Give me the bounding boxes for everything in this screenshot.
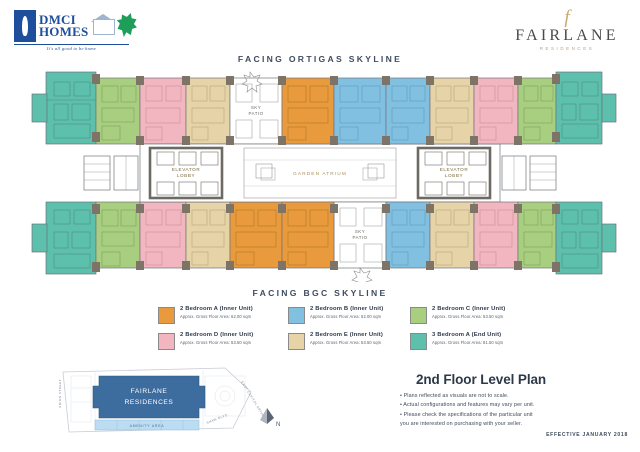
plan-note-4: you are interested on purchasing with yo… <box>400 420 523 427</box>
legend-area-2br-a: Approx. Gross Floor Area: 62.00 sqm <box>180 314 252 320</box>
site-amenity-label: AMENITY AREA <box>130 424 165 428</box>
legend-title-2br-d: 2 Bedroom D (Inner Unit) <box>180 332 254 338</box>
svg-text:PATIO: PATIO <box>352 235 367 240</box>
unit-2br-a-top-right <box>281 77 335 145</box>
site-tower-label-line1: FAIRLANE <box>131 388 168 395</box>
facing-label-bottom: FACING BGC SKYLINE <box>252 288 388 298</box>
stair-core-right <box>501 155 557 191</box>
unit-3br-a-top-right <box>555 71 617 145</box>
unit-3br-a-bottom-right <box>555 201 617 275</box>
garden-atrium-label: GARDEN ATRIUM <box>293 171 347 177</box>
dmci-tagline: It's all good to be home <box>14 44 129 51</box>
plan-note-1: • Plans reflected as visuals are not to … <box>400 393 509 399</box>
unit-2br-e-bottom-left <box>185 201 231 269</box>
legend-item-2br-d: 2 Bedroom D (Inner Unit) Approx. Gross F… <box>158 332 253 350</box>
unit-2br-d-bottom-left <box>139 201 187 269</box>
unit-2br-c-top-left <box>95 77 141 145</box>
legend-swatch-2br-c <box>410 307 427 324</box>
north-label: N <box>276 422 280 428</box>
legend-title-3br-a: 3 Bedroom A (End Unit) <box>432 332 502 338</box>
legend-swatch-3br-a <box>410 333 427 350</box>
unit-2br-d-top-right <box>473 77 519 145</box>
dmci-name-line1: DMCI <box>39 11 76 27</box>
legend-area-2br-b: Approx. Gross Floor Area: 62.00 sqm <box>310 314 382 320</box>
floor-plan-drawing: SKY PATIO ELEVATOR LOBBY ELEVATOR LOBBY <box>18 64 622 282</box>
elevator-lobby-label-right: ELEVATOR <box>440 167 469 172</box>
legend-area-2br-e: Approx. Gross Floor Area: 53.50 sqm <box>310 340 382 346</box>
unit-2br-c-bottom-left <box>95 201 141 269</box>
fairlane-residences-logo: f FAIRLANE RESIDENCES <box>508 8 626 51</box>
legend-area-2br-c: Approx. Gross Floor Area: 53.50 sqm <box>432 314 504 320</box>
sky-patio-label-bottom: SKY <box>355 229 365 234</box>
unit-2br-b-top-right-2 <box>385 77 431 145</box>
unit-2br-e-top-right <box>429 77 475 145</box>
legend-title-2br-c: 2 Bedroom C (Inner Unit) <box>432 306 506 312</box>
north-arrow-icon: N <box>260 408 280 428</box>
legend-title-2br-e: 2 Bedroom E (Inner Unit) <box>310 332 383 338</box>
elevator-lobby-right: ELEVATOR LOBBY <box>416 146 492 200</box>
unit-2br-a-bottom-left <box>229 201 283 269</box>
dmci-house-tree-icon <box>91 12 137 40</box>
unit-2br-b-bottom-right <box>385 201 431 269</box>
site-tower-label-line2: RESIDENCES <box>125 399 174 406</box>
unit-3br-a-top-left <box>31 71 97 145</box>
svg-text:LOBBY: LOBBY <box>445 173 463 178</box>
unit-2br-a-bottom-right <box>281 201 335 269</box>
legend-area-3br-a: Approx. Gross Floor Area: 81.50 sqm <box>432 340 504 346</box>
legend-item-2br-b: 2 Bedroom B (Inner Unit) Approx. Gross F… <box>288 306 383 324</box>
garden-atrium: GARDEN ATRIUM <box>243 147 397 199</box>
legend-item-2br-a: 2 Bedroom A (Inner Unit) Approx. Gross F… <box>158 306 253 324</box>
elevator-lobby-left: ELEVATOR LOBBY <box>148 146 224 200</box>
legend-swatch-2br-a <box>158 307 175 324</box>
unit-2br-e-top-left <box>185 77 231 145</box>
fairlane-subtitle: RESIDENCES <box>539 45 595 51</box>
fairlane-name: FAIRLANE <box>515 27 619 44</box>
unit-2br-c-top-right <box>517 77 557 145</box>
legend-title-2br-b: 2 Bedroom B (Inner Unit) <box>310 306 384 312</box>
effective-date: EFFECTIVE JANUARY 2018 <box>546 432 628 438</box>
plan-notes: • Plans reflected as visuals are not to … <box>400 392 630 429</box>
site-vicinity-map: FAIRLANE RESIDENCES AMENITY AREA UNION S… <box>55 362 295 448</box>
legend-swatch-2br-b <box>288 307 305 324</box>
unit-3br-a-bottom-left <box>31 201 97 275</box>
svg-text:PATIO: PATIO <box>248 111 263 116</box>
site-amenity-area <box>94 419 200 431</box>
site-street-left: UNION STREET <box>58 379 62 408</box>
unit-2br-d-top-left <box>139 77 187 145</box>
plan-note-2: • Actual configurations and features may… <box>400 402 535 409</box>
facing-label-top: FACING ORTIGAS SKYLINE <box>237 54 403 64</box>
legend-item-3br-a: 3 Bedroom A (End Unit) Approx. Gross Flo… <box>410 332 503 350</box>
plan-note-3: • Please check the specifications of the… <box>400 411 533 418</box>
fairlane-monogram-icon: f <box>564 7 570 28</box>
stair-core-left <box>83 155 139 191</box>
unit-2br-b-top-right <box>333 77 387 145</box>
legend-swatch-2br-d <box>158 333 175 350</box>
elevator-lobby-label-left: ELEVATOR <box>172 167 201 172</box>
structural-columns <box>92 74 560 272</box>
legend-area-2br-d: Approx. Gross Floor Area: 53.50 sqm <box>180 340 252 346</box>
dmci-mark-icon <box>14 10 36 42</box>
dmci-name-line2: HOMES <box>39 24 89 39</box>
unit-2br-c-bottom-right <box>517 201 557 269</box>
svg-text:LOBBY: LOBBY <box>177 173 195 178</box>
unit-legend: 2 Bedroom A (Inner Unit) Approx. Gross F… <box>158 306 568 354</box>
unit-2br-e-bottom-right <box>429 201 475 269</box>
unit-2br-d-bottom-right <box>473 201 519 269</box>
sky-patio-top: SKY PATIO <box>229 71 283 145</box>
site-tower-block <box>92 375 206 419</box>
legend-swatch-2br-e <box>288 333 305 350</box>
legend-title-2br-a: 2 Bedroom A (Inner Unit) <box>180 306 253 312</box>
sky-patio-bottom: SKY PATIO <box>333 201 387 282</box>
sky-patio-label-top: SKY <box>251 105 261 110</box>
dmci-homes-logo: DMCI HOMES It's all good to be home <box>14 10 137 51</box>
plan-title: 2nd Floor Level Plan <box>416 372 547 387</box>
legend-item-2br-e: 2 Bedroom E (Inner Unit) Approx. Gross F… <box>288 332 383 350</box>
legend-item-2br-c: 2 Bedroom C (Inner Unit) Approx. Gross F… <box>410 306 505 324</box>
